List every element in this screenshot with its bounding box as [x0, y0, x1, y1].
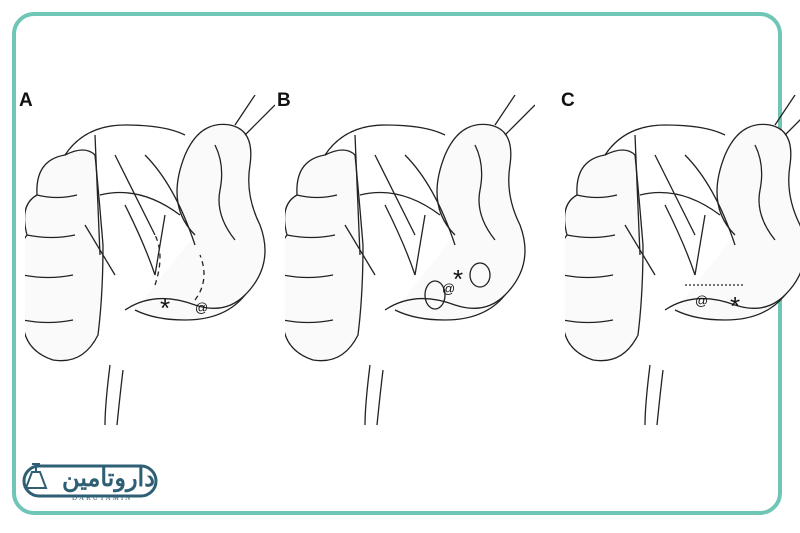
- panel-b-illustration: * @: [274, 94, 536, 434]
- panel-c-illustration: @ *: [554, 94, 800, 434]
- at-marker: @: [695, 293, 708, 308]
- star-marker: *: [730, 291, 740, 321]
- panel-label-b: B: [277, 90, 291, 111]
- panel-a-illustration: * @: [14, 94, 276, 434]
- star-marker: *: [453, 264, 463, 294]
- colon-drawing-c: @ *: [554, 94, 800, 434]
- darutamin-logo: داروتامین DARUTAMIN: [22, 462, 162, 506]
- at-marker: @: [442, 281, 455, 296]
- panel-label-a: A: [19, 90, 33, 111]
- colon-drawing-b: * @: [274, 94, 536, 434]
- panel-label-c: C: [561, 90, 575, 111]
- colon-drawing-a: * @: [14, 94, 276, 434]
- logo-latin-text: DARUTAMIN: [72, 494, 133, 502]
- star-marker: *: [160, 293, 170, 323]
- logo-text: داروتامین: [62, 465, 155, 492]
- logo-badge-icon: [22, 463, 158, 498]
- at-marker: @: [195, 300, 208, 315]
